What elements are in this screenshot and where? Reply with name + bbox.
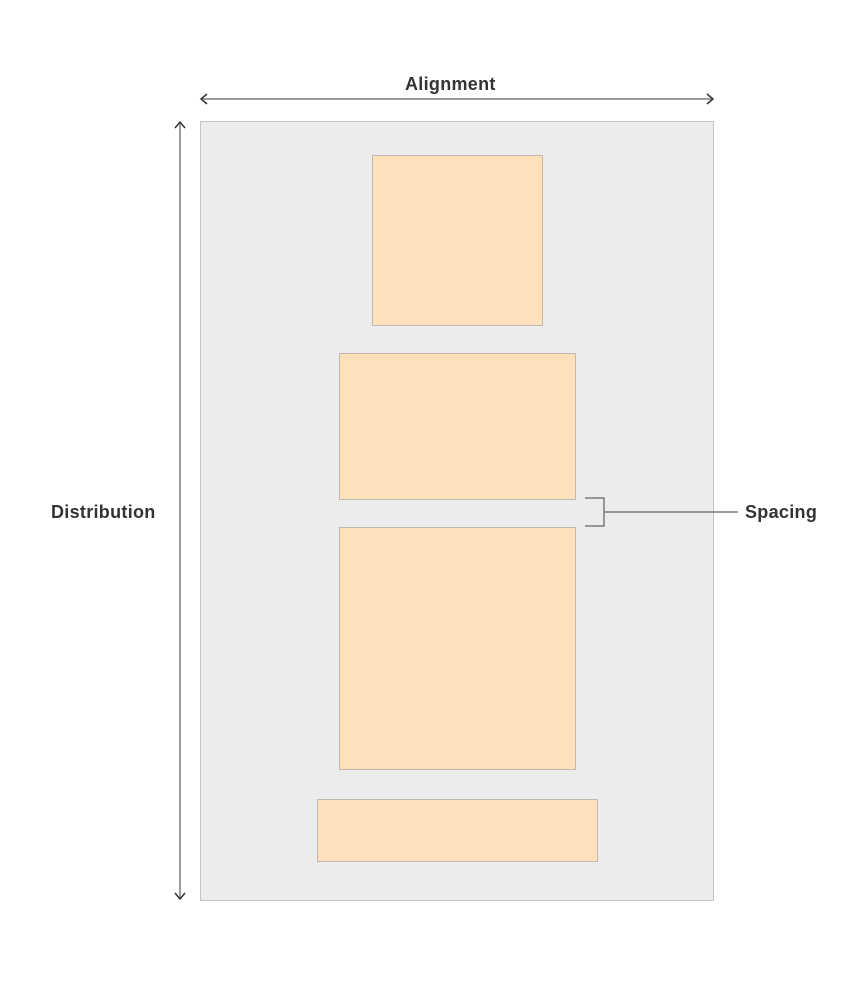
distribution-label: Distribution xyxy=(51,502,156,522)
alignment-label: Alignment xyxy=(405,74,496,94)
stack-item-3 xyxy=(339,527,576,770)
stack-item-2 xyxy=(339,353,576,500)
spacing-label: Spacing xyxy=(745,502,818,522)
alignment-arrow-icon xyxy=(199,93,715,105)
spacing-bracket-icon xyxy=(585,497,738,527)
stack-item-4 xyxy=(317,799,598,862)
distribution-arrow-icon xyxy=(174,120,186,901)
stack-item-1 xyxy=(372,155,543,326)
